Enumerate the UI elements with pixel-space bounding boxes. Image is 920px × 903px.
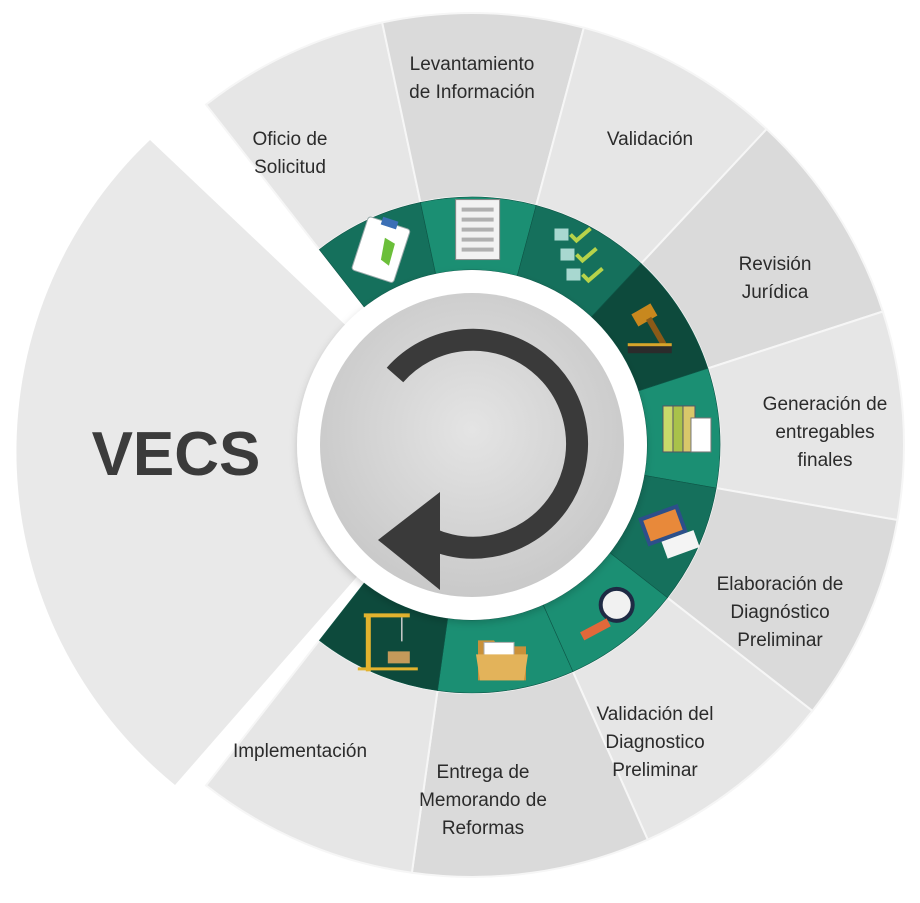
- checklist-icon: [554, 227, 604, 284]
- step-label-line: Preliminar: [737, 630, 823, 651]
- step-label-line: Diagnostico: [605, 732, 704, 753]
- laptop-icon: [638, 503, 700, 559]
- step-label: Validación: [607, 129, 693, 150]
- step-label-line: entregables: [775, 422, 874, 443]
- step-label-line: Diagnóstico: [730, 602, 829, 623]
- binders-icon: [662, 405, 712, 453]
- vecs-segment: [16, 140, 472, 785]
- step-label-line: Elaboración de: [717, 574, 844, 595]
- magnifier-icon: [580, 586, 635, 641]
- step-label-line: Jurídica: [742, 282, 809, 303]
- step-label: Generación de entregables finales: [763, 394, 888, 471]
- step-label-line: Implementación: [233, 741, 367, 762]
- step-label-line: Generación de: [763, 394, 888, 415]
- step-label-line: Revisión: [739, 254, 812, 275]
- gavel-icon: [627, 303, 672, 354]
- cycle-arrow-icon: [378, 328, 589, 590]
- step-label-line: Entrega de: [437, 762, 530, 783]
- step-label-line: Validación: [607, 129, 693, 150]
- step-labels: Oficio de Solicitud Levantamiento de Inform…: [233, 54, 887, 839]
- diagram-title: VECS: [92, 420, 261, 489]
- step-label-line: Levantamiento: [410, 54, 535, 75]
- document-icon: [455, 199, 501, 261]
- step-label: Implementación: [233, 741, 367, 762]
- step-label-line: Preliminar: [612, 760, 698, 781]
- step-icons: [351, 199, 712, 681]
- step-label: Oficio de Solicitud: [253, 129, 328, 178]
- crane-icon: [357, 613, 418, 672]
- step-label-line: finales: [798, 450, 853, 471]
- step-label-line: Validación del: [597, 704, 714, 725]
- step-label-line: Solicitud: [254, 157, 326, 178]
- step-label-line: Reformas: [442, 818, 524, 839]
- step-label: Entrega de Memorando de Reformas: [419, 762, 547, 839]
- step-label-line: de Información: [409, 82, 535, 103]
- clipboard-icon: [351, 216, 411, 283]
- step-label-line: Oficio de: [253, 129, 328, 150]
- folder-icon: [475, 640, 528, 681]
- step-label: Levantamiento de Información: [409, 54, 535, 103]
- step-label-line: Memorando de: [419, 790, 547, 811]
- step-segments: [204, 12, 905, 878]
